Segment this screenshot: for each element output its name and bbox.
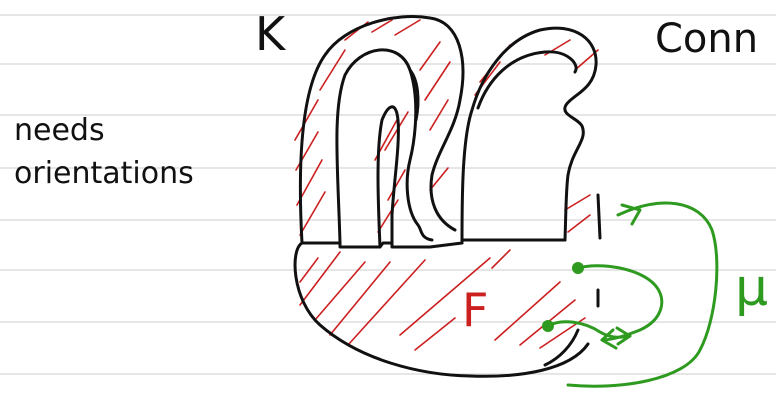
start-point-lower [542,320,554,332]
surface-hatching [295,20,598,350]
start-point-upper [572,262,584,274]
label-mu: μ [735,258,768,318]
label-conn: Conn [655,16,758,62]
label-orientations: orientations [14,156,194,191]
label-k: K [255,7,287,61]
label-f: F [462,283,488,337]
ruled-lines [0,15,776,374]
label-needs: needs [14,113,105,148]
